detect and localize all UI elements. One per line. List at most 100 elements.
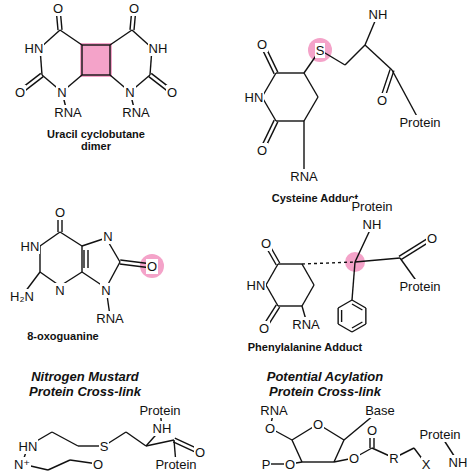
atom-label: Protein: [350, 199, 393, 214]
atom-label: HN: [20, 239, 41, 254]
atom-label: O: [52, 1, 64, 16]
bond-line: [276, 72, 304, 73]
highlight-circle: [308, 38, 332, 62]
atom-label: O: [54, 205, 66, 220]
section-title: Potential Acylation Protein Cross-link: [247, 369, 404, 399]
bond-line: [109, 45, 110, 75]
atom-label: Protein: [418, 427, 461, 442]
atom-label: O: [366, 423, 378, 438]
atom-label: RNA: [291, 317, 320, 332]
bond-line: [302, 262, 355, 264]
atom-label: N⁺: [13, 457, 31, 472]
bond-line: [338, 324, 352, 332]
bond-line: [276, 120, 304, 121]
bond-line: [345, 45, 365, 65]
atom-label: P: [261, 457, 272, 472]
atom-label: NH: [362, 217, 383, 232]
atom-label: O: [166, 85, 178, 100]
bond-line: [110, 30, 132, 45]
atom-label: NH: [152, 421, 173, 436]
bond-line: [40, 232, 60, 246]
atom-label: N: [124, 85, 135, 100]
bond-line: [365, 308, 366, 324]
atom-label: N: [56, 85, 67, 100]
atom-label: O: [312, 417, 324, 432]
atom-label: RNA: [95, 311, 124, 326]
bond-line: [302, 285, 314, 306]
bond-line: [83, 250, 84, 268]
section-title: Nitrogen Mustard Protein Cross-link: [9, 369, 161, 399]
highlight-circle: [140, 254, 164, 278]
atom-label: O: [256, 37, 268, 52]
bond-line: [304, 97, 318, 121]
compound-name: Phenylalanine Adduct: [219, 341, 391, 353]
bond-line: [303, 121, 304, 170]
atom-label: Protein: [398, 115, 441, 130]
atom-label: O: [426, 231, 438, 246]
bond-line: [81, 45, 82, 75]
atom-label: Protein: [138, 403, 181, 418]
atom-label: NH: [148, 41, 169, 56]
bond-line: [52, 432, 78, 446]
atom-label: O: [14, 85, 26, 100]
atom-label: H₂N: [9, 289, 35, 304]
atom-label: N: [54, 283, 65, 298]
bond-line: [352, 322, 362, 328]
bond-line: [334, 440, 344, 462]
bond-line: [82, 44, 110, 45]
bond-line: [126, 432, 146, 446]
bond-line: [278, 263, 302, 264]
bond-line: [146, 440, 174, 446]
atom-label: O: [264, 421, 276, 436]
atom-label: RNA: [121, 105, 150, 120]
compound-name: Uracil cyclobutane dimer: [35, 128, 157, 152]
atom-label: X: [421, 457, 432, 472]
bond-line: [352, 304, 362, 310]
bond-line: [87, 250, 88, 268]
atom-label: NH: [368, 7, 389, 22]
atom-label: O: [128, 1, 140, 16]
atom-label: O: [376, 93, 388, 108]
atom-label: O: [258, 321, 270, 336]
atom-label: Protein: [154, 457, 197, 472]
bond-line: [60, 232, 82, 246]
atom-label: O: [256, 143, 268, 158]
atom-label: HN: [18, 439, 39, 454]
bond-line: [355, 258, 400, 262]
atom-label: O: [348, 451, 360, 466]
atom-label: O: [92, 457, 104, 472]
bond-line: [365, 45, 392, 70]
bond-line: [304, 73, 318, 97]
atom-label: HN: [246, 278, 267, 293]
bond-line: [82, 74, 110, 75]
bond-line: [352, 262, 355, 300]
highlight-square: [80, 43, 112, 77]
atom-label: RNA: [259, 403, 288, 418]
bond-line: [81, 246, 82, 272]
atom-label: R: [388, 451, 399, 466]
atom-label: RNA: [289, 169, 318, 184]
bond-line: [355, 230, 370, 262]
compound-name: 8-oxoguanine: [2, 330, 124, 342]
atom-label: Protein: [398, 279, 441, 294]
atom-label: O: [260, 236, 272, 251]
atom-label: RNA: [53, 105, 82, 120]
atom-label: HN: [244, 90, 265, 105]
bond-line: [302, 461, 334, 462]
atom-label: S: [315, 43, 326, 58]
bond-line: [48, 460, 70, 470]
bond-line: [266, 264, 278, 285]
bond-line: [337, 308, 338, 324]
bond-line: [60, 30, 82, 45]
bond-line: [352, 324, 366, 332]
atom-label: N: [102, 229, 113, 244]
bond-line: [352, 300, 366, 308]
atom-label: HN: [24, 41, 45, 56]
bond-line: [341, 310, 342, 322]
atom-label: O: [146, 259, 158, 274]
bond-line: [266, 285, 278, 306]
atom-label: Base: [364, 403, 396, 418]
bond-line: [302, 264, 314, 285]
